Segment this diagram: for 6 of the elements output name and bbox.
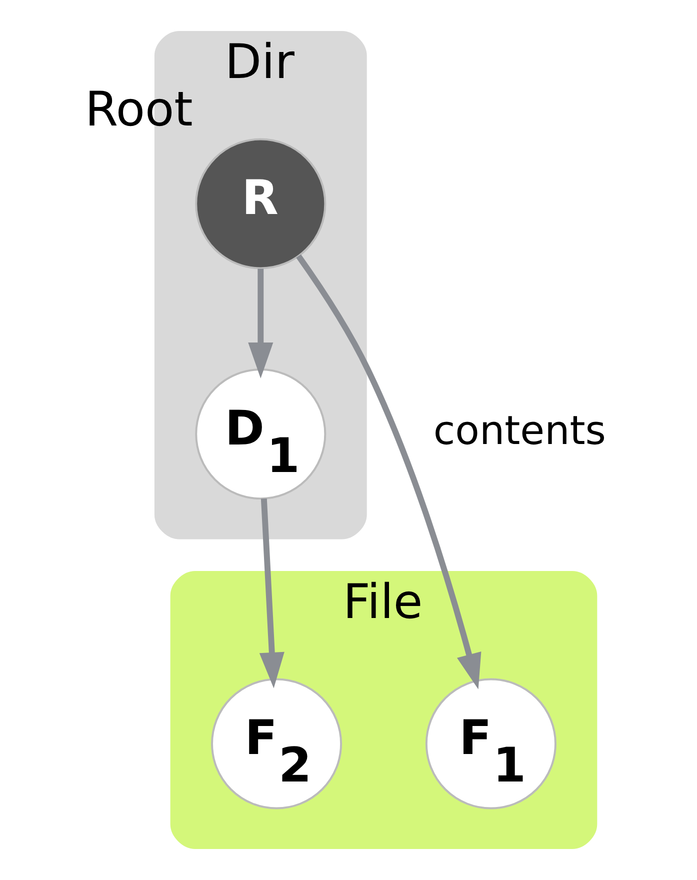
edge-label: contents: [433, 408, 606, 454]
node-label: Root: [84, 82, 193, 138]
arrow: [296, 254, 482, 690]
arrow: [248, 268, 274, 378]
node-circle: R: [195, 138, 326, 270]
arrow: [259, 498, 284, 688]
